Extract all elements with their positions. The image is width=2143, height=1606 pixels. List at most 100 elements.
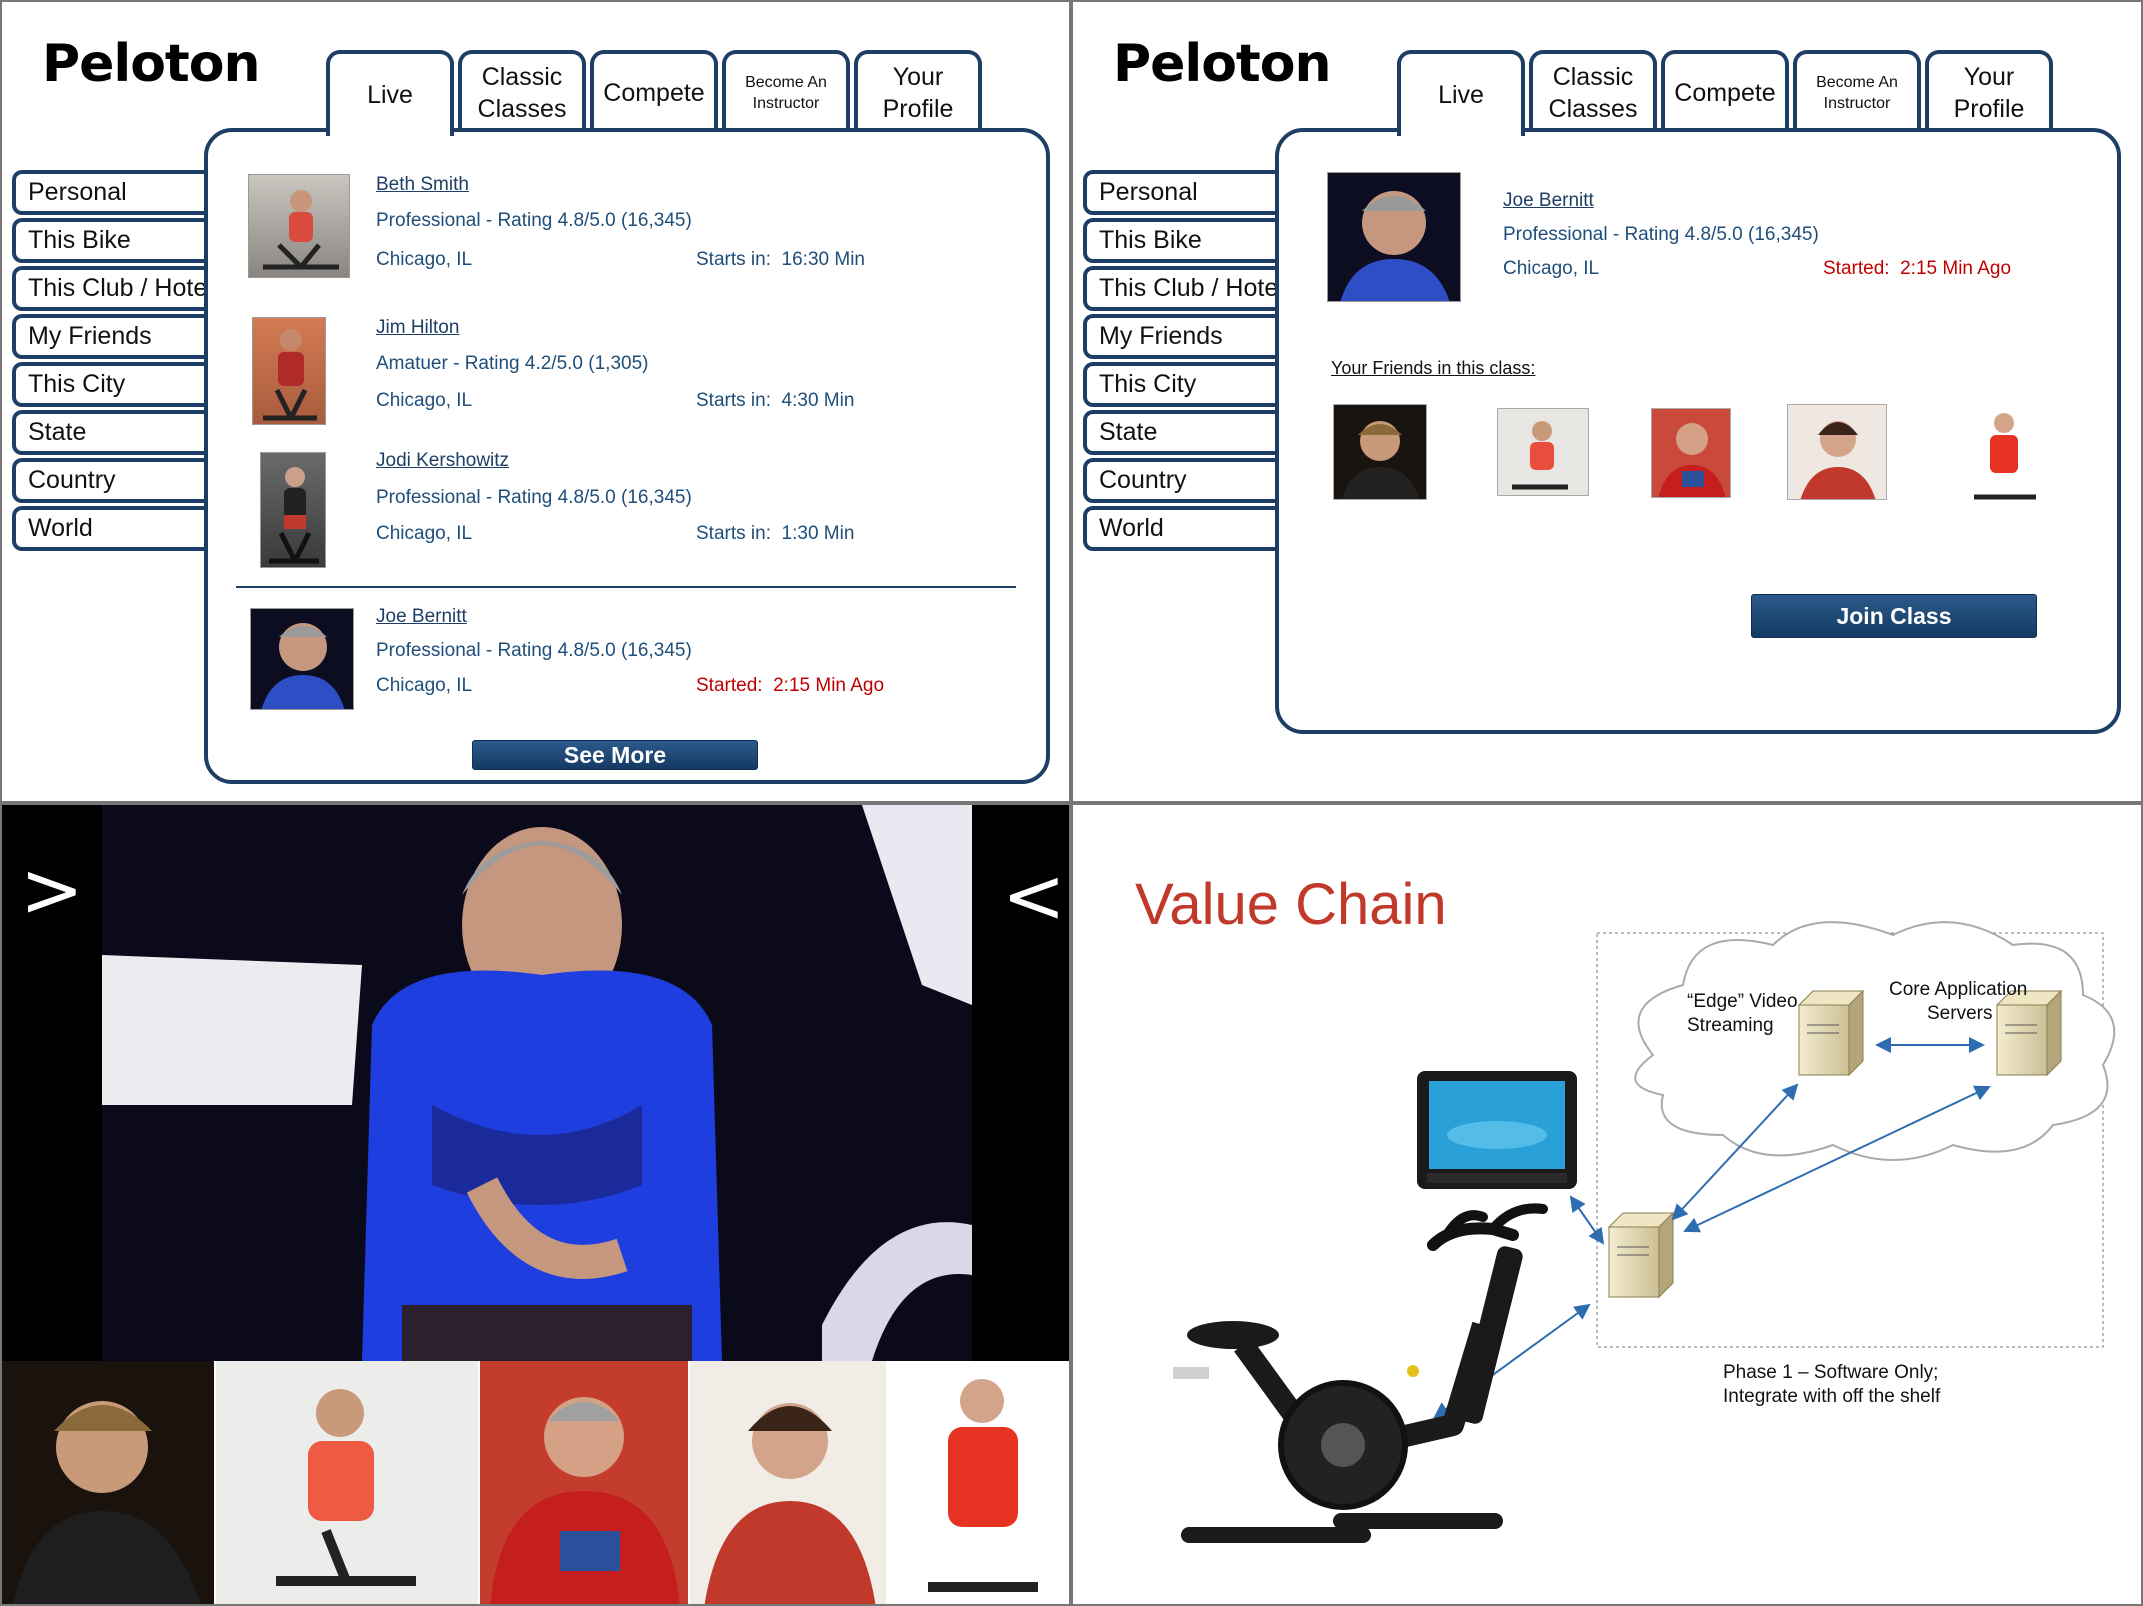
instructor-name-link[interactable]: Joe Bernitt bbox=[1503, 190, 1594, 211]
class-status: Starts in: 4:30 Min bbox=[696, 390, 854, 412]
link-arrow bbox=[1569, 1195, 1605, 1245]
participant-video[interactable] bbox=[216, 1361, 478, 1604]
edge-server-icon bbox=[1797, 989, 1865, 1077]
divider bbox=[236, 586, 1016, 588]
instructor-rating: Professional - Rating 4.8/5.0 (16,345) bbox=[376, 487, 692, 508]
instructor-video-frame bbox=[102, 805, 972, 1361]
class-list-panel: Beth Smith Professional - Rating 4.8/5.0… bbox=[204, 128, 1050, 784]
tab-bar: Live Classic Classes Compete Become An I… bbox=[1397, 50, 2057, 136]
sidebar-item-country[interactable]: Country bbox=[12, 458, 208, 503]
instructor-name-link[interactable]: Jodi Kershowitz bbox=[376, 450, 510, 471]
tab-your-profile[interactable]: Your Profile bbox=[854, 50, 982, 132]
sidebar-item-world[interactable]: World bbox=[12, 506, 208, 551]
instructor-rating: Professional - Rating 4.8/5.0 (16,345) bbox=[1503, 224, 1819, 245]
instructor-rating: Professional - Rating 4.8/5.0 (16,345) bbox=[376, 210, 692, 231]
friend-avatar[interactable] bbox=[1333, 404, 1427, 500]
class-location: Chicago, IL bbox=[376, 249, 473, 270]
live-video-screen: > < bbox=[0, 803, 1071, 1606]
tab-become-instructor[interactable]: Become An Instructor bbox=[1793, 50, 1921, 132]
phase-label-line2: Integrate with off the shelf bbox=[1723, 1386, 1941, 1407]
participant-video[interactable] bbox=[690, 1361, 886, 1604]
core-server-icon bbox=[1995, 989, 2063, 1077]
instructor-name-link[interactable]: Joe Bernitt bbox=[376, 606, 467, 627]
sidebar-item-this-city[interactable]: This City bbox=[1083, 362, 1279, 407]
core-label-line2: Servers bbox=[1927, 1003, 1992, 1024]
status-value: 16:30 Min bbox=[781, 249, 865, 270]
tab-classic-classes[interactable]: Classic Classes bbox=[458, 50, 586, 132]
instructor-name-link[interactable]: Beth Smith bbox=[376, 174, 469, 195]
friend-avatar[interactable] bbox=[1787, 404, 1887, 500]
status-value: 1:30 Min bbox=[781, 523, 855, 544]
participant-video[interactable] bbox=[888, 1361, 1069, 1604]
sidebar-item-state[interactable]: State bbox=[12, 410, 208, 455]
class-location: Chicago, IL bbox=[1503, 258, 1600, 279]
sidebar-item-country[interactable]: Country bbox=[1083, 458, 1279, 503]
sidebar-item-club-hotel[interactable]: This Club / Hotel bbox=[12, 266, 208, 311]
friend-avatar[interactable] bbox=[1497, 408, 1589, 496]
live-classes-screen: Peloton Live Classic Classes Compete Bec… bbox=[0, 0, 1071, 803]
peloton-logo: Peloton bbox=[42, 34, 261, 94]
sidebar-item-my-friends[interactable]: My Friends bbox=[1083, 314, 1279, 359]
sidebar-item-this-bike[interactable]: This Bike bbox=[12, 218, 208, 263]
status-value: 2:15 Min Ago bbox=[773, 675, 885, 696]
instructor-photo bbox=[1327, 172, 1461, 302]
instructor-photo bbox=[250, 608, 354, 710]
exercise-bike-icon bbox=[1173, 1203, 1548, 1543]
class-status: Started: 2:15 Min Ago bbox=[1823, 258, 2011, 280]
instructor-photo bbox=[252, 317, 326, 425]
class-status: Starts in: 1:30 Min bbox=[696, 523, 854, 545]
see-more-button[interactable]: See More bbox=[472, 740, 758, 770]
tab-classic-classes[interactable]: Classic Classes bbox=[1529, 50, 1657, 132]
sidebar-item-state[interactable]: State bbox=[1083, 410, 1279, 455]
peloton-logo: Peloton bbox=[1113, 34, 1332, 94]
sidebar: Personal This Bike This Club / Hotel My … bbox=[12, 170, 208, 554]
tab-compete[interactable]: Compete bbox=[590, 50, 718, 132]
sidebar-item-this-bike[interactable]: This Bike bbox=[1083, 218, 1279, 263]
edge-label-line2: Streaming bbox=[1687, 1015, 1774, 1036]
participant-video[interactable] bbox=[2, 1361, 214, 1604]
status-label: Starts in: bbox=[696, 249, 771, 270]
sidebar-item-personal[interactable]: Personal bbox=[1083, 170, 1279, 215]
value-chain-slide: Value Chain bbox=[1071, 803, 2143, 1606]
friend-avatar[interactable] bbox=[1955, 404, 2055, 504]
class-location: Chicago, IL bbox=[376, 390, 473, 411]
instructor-rating: Amatuer - Rating 4.2/5.0 (1,305) bbox=[376, 353, 649, 374]
tab-live[interactable]: Live bbox=[1397, 50, 1525, 136]
list-item[interactable]: Jim Hilton Amatuer - Rating 4.2/5.0 (1,3… bbox=[208, 317, 1028, 447]
class-detail-panel: Joe Bernitt Professional - Rating 4.8/5.… bbox=[1275, 128, 2121, 734]
link-arrow bbox=[1683, 1085, 1991, 1233]
list-item[interactable]: Beth Smith Professional - Rating 4.8/5.0… bbox=[208, 174, 1028, 304]
sidebar-item-my-friends[interactable]: My Friends bbox=[12, 314, 208, 359]
participant-video[interactable] bbox=[480, 1361, 688, 1604]
join-class-button[interactable]: Join Class bbox=[1751, 594, 2037, 638]
sidebar-item-this-city[interactable]: This City bbox=[12, 362, 208, 407]
value-chain-diagram: “Edge” Video Streaming Core Application … bbox=[1173, 921, 2116, 1543]
class-detail-screen: Peloton Live Classic Classes Compete Bec… bbox=[1071, 0, 2143, 803]
status-label: Started: bbox=[1823, 258, 1890, 279]
instructor-photo bbox=[260, 452, 326, 568]
prev-arrow-icon[interactable]: < bbox=[1002, 851, 1066, 940]
tab-become-instructor[interactable]: Become An Instructor bbox=[722, 50, 850, 132]
next-arrow-icon[interactable]: > bbox=[20, 845, 84, 934]
class-location: Chicago, IL bbox=[376, 523, 473, 544]
friends-in-class-label: Your Friends in this class: bbox=[1331, 358, 1536, 378]
participant-strip bbox=[2, 1361, 1069, 1604]
list-item[interactable]: Joe Bernitt Professional - Rating 4.8/5.… bbox=[208, 606, 1028, 736]
instructor-name-link[interactable]: Jim Hilton bbox=[376, 317, 460, 338]
sidebar-item-world[interactable]: World bbox=[1083, 506, 1279, 551]
sidebar: Personal This Bike This Club / Hotel My … bbox=[1083, 170, 1279, 554]
slide-title: Value Chain bbox=[1135, 872, 1447, 937]
friend-avatar[interactable] bbox=[1651, 408, 1731, 498]
status-value: 2:15 Min Ago bbox=[1900, 258, 2012, 279]
tab-bar: Live Classic Classes Compete Become An I… bbox=[326, 50, 986, 136]
tab-your-profile[interactable]: Your Profile bbox=[1925, 50, 2053, 132]
video-player[interactable] bbox=[102, 805, 972, 1361]
sidebar-item-personal[interactable]: Personal bbox=[12, 170, 208, 215]
tab-live[interactable]: Live bbox=[326, 50, 454, 136]
class-status: Starts in: 16:30 Min bbox=[696, 249, 865, 271]
tab-compete[interactable]: Compete bbox=[1661, 50, 1789, 132]
sidebar-item-club-hotel[interactable]: This Club / Hotel bbox=[1083, 266, 1279, 311]
status-label: Started: bbox=[696, 675, 763, 696]
list-item[interactable]: Jodi Kershowitz Professional - Rating 4.… bbox=[208, 450, 1028, 580]
status-label: Starts in: bbox=[696, 390, 771, 411]
